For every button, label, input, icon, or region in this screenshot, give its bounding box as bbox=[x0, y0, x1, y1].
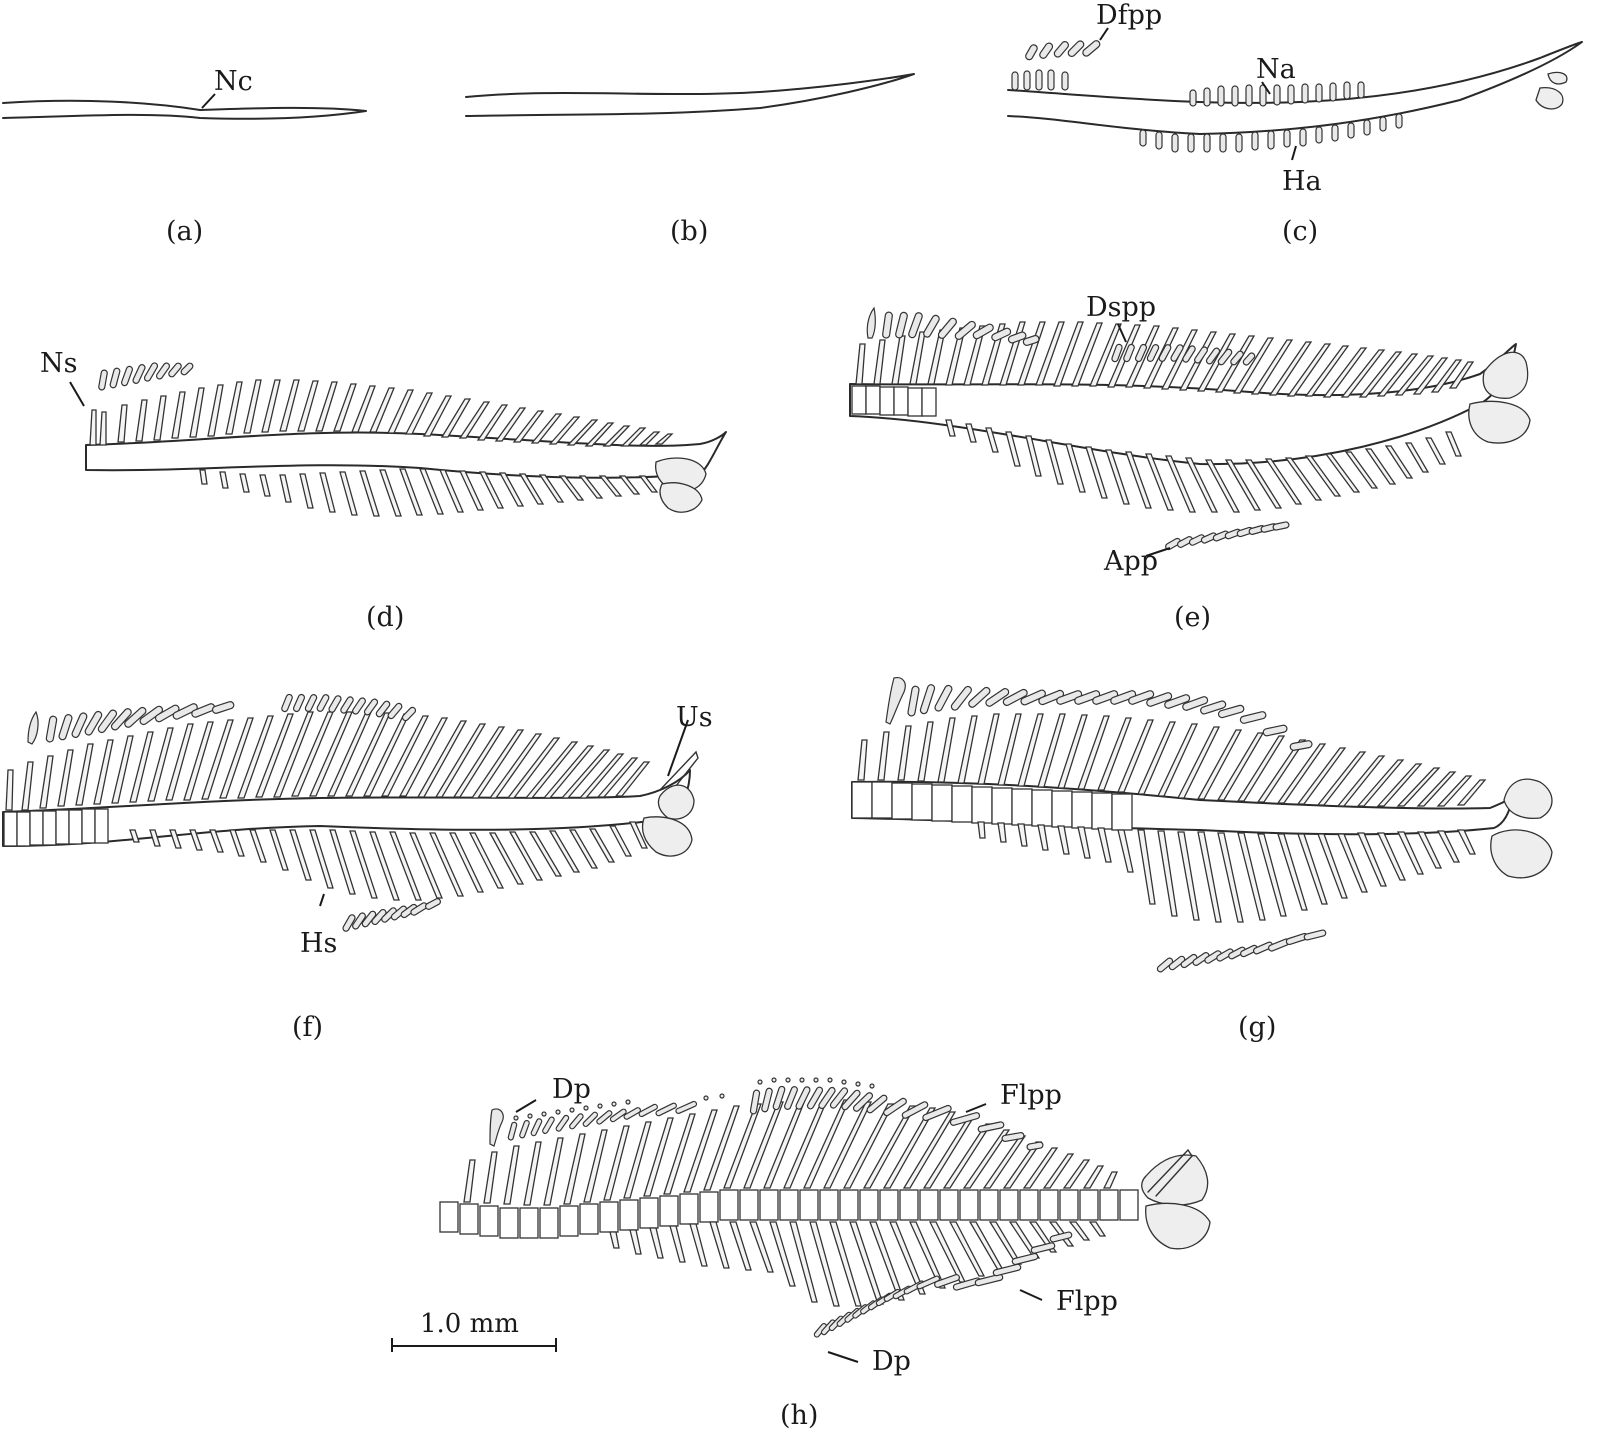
hypural-plate bbox=[1145, 1202, 1211, 1250]
haemal-spines bbox=[129, 821, 649, 901]
panel-label-c: (c) bbox=[1282, 216, 1318, 247]
hypural-plate bbox=[1535, 87, 1564, 110]
ha-leader bbox=[1291, 145, 1297, 161]
urostyle bbox=[659, 750, 699, 797]
notochord-outline bbox=[2, 769, 691, 847]
na-label: Na bbox=[1256, 54, 1296, 85]
hypural-plate bbox=[659, 482, 703, 513]
dspp-label: Dspp bbox=[1086, 292, 1156, 323]
panel-label-a: (a) bbox=[166, 216, 203, 247]
dorsal-pterygiophores bbox=[489, 1100, 698, 1147]
dorsal-pterygiophores bbox=[885, 677, 1313, 751]
scale-bar-label: 1.0 mm bbox=[420, 1309, 519, 1339]
scale-bar: 1.0 mm bbox=[391, 1309, 557, 1352]
hypural-plate bbox=[1482, 351, 1529, 399]
dp-ventral-label: Dp bbox=[872, 1346, 911, 1377]
dfpp-leader bbox=[1099, 27, 1109, 41]
hypural-plate bbox=[1468, 400, 1531, 444]
urostyle bbox=[1147, 1148, 1193, 1197]
notochord-outline bbox=[1007, 41, 1583, 135]
panel-a: Nc (a) bbox=[2, 66, 367, 247]
vertebral-centra bbox=[439, 1189, 1139, 1239]
panel-b: (b) bbox=[465, 73, 915, 247]
us-leader bbox=[667, 719, 689, 777]
dorsal-soft-ray-pterygiophores bbox=[749, 1085, 1044, 1151]
hypural-plate bbox=[1547, 71, 1568, 85]
dorsal-ray-dots bbox=[513, 1093, 725, 1121]
ns-leader bbox=[69, 381, 85, 407]
ns-label: Ns bbox=[40, 348, 77, 379]
flpp-ventral-label: Flpp bbox=[1056, 1286, 1118, 1317]
neural-spines bbox=[463, 1099, 1118, 1206]
fin-ray-dots bbox=[757, 1077, 875, 1089]
panel-label-h: (h) bbox=[780, 1400, 818, 1431]
us-label: Us bbox=[676, 702, 713, 733]
app-leader bbox=[1145, 547, 1171, 557]
flpp-dorsal-leader bbox=[965, 1103, 987, 1113]
vertebral-centra bbox=[851, 385, 937, 417]
panel-label-d: (d) bbox=[366, 602, 404, 633]
notochord-outline bbox=[849, 343, 1517, 466]
na-leader bbox=[1261, 81, 1271, 95]
app-label: App bbox=[1103, 546, 1158, 577]
hypural-plate bbox=[1490, 829, 1553, 879]
notochord-outline bbox=[465, 73, 915, 117]
panel-label-g: (g) bbox=[1238, 1012, 1276, 1043]
anal-pterygiophores bbox=[1165, 521, 1290, 551]
anal-pterygiophores bbox=[1156, 929, 1327, 973]
notochord-outline bbox=[2, 99, 367, 120]
neural-spines bbox=[89, 379, 674, 447]
dorsal-soft-ray-pterygiophores bbox=[1111, 343, 1256, 366]
anal-pterygiophores bbox=[342, 898, 442, 932]
flpp-dorsal-label: Flpp bbox=[1000, 1080, 1062, 1111]
neural-spines bbox=[5, 711, 651, 811]
dspp-leader bbox=[1117, 323, 1127, 343]
hypural-plate bbox=[1503, 778, 1553, 820]
dorsal-pterygiophores bbox=[866, 306, 1040, 346]
panel-label-b: (b) bbox=[670, 216, 708, 247]
neural-arches bbox=[1189, 81, 1365, 107]
ha-label: Ha bbox=[1282, 166, 1322, 197]
panel-label-e: (e) bbox=[1174, 602, 1211, 633]
panel-g: (g) bbox=[851, 677, 1553, 1043]
neural-spines bbox=[857, 713, 1487, 807]
flpp-ventral-leader bbox=[1019, 1289, 1043, 1301]
dorsal-fin-proximal-pterygiophores bbox=[1011, 40, 1101, 91]
vertebral-centra bbox=[3, 808, 109, 847]
anal-pterygiophores bbox=[813, 1231, 1073, 1338]
haemal-spines bbox=[609, 1221, 1107, 1307]
panel-h: Dp Flpp bbox=[391, 1074, 1211, 1431]
panel-d: Ns bbox=[40, 348, 727, 633]
dp-dorsal-label: Dp bbox=[552, 1074, 591, 1105]
hypural-plate bbox=[641, 816, 693, 857]
dfpp-label: Dfpp bbox=[1096, 0, 1162, 31]
dorsal-pterygiophores bbox=[27, 701, 235, 745]
dp-dorsal-leader bbox=[515, 1099, 537, 1113]
dorsal-pterygiophores bbox=[98, 362, 194, 391]
haemal-spines bbox=[977, 821, 1477, 923]
haemal-arches bbox=[1139, 113, 1403, 153]
dorsal-soft-ray-pterygiophores bbox=[281, 693, 417, 722]
hs-label: Hs bbox=[300, 928, 337, 959]
panel-e: Dspp bbox=[849, 292, 1531, 633]
panel-c: Dfpp Na bbox=[1007, 0, 1583, 247]
notochord-outline bbox=[85, 431, 727, 479]
panel-label-f: (f) bbox=[292, 1012, 323, 1043]
nc-label: Nc bbox=[214, 66, 253, 97]
hypural-plate bbox=[1141, 1154, 1209, 1206]
panel-f: Us bbox=[2, 693, 713, 1043]
vertebral-centra bbox=[851, 781, 1133, 831]
nc-leader bbox=[201, 93, 216, 109]
haemal-spines bbox=[945, 419, 1462, 513]
haemal-spines bbox=[199, 468, 659, 517]
hypural-plate bbox=[657, 784, 695, 820]
dp-ventral-leader bbox=[827, 1351, 859, 1363]
hs-leader bbox=[319, 893, 325, 907]
